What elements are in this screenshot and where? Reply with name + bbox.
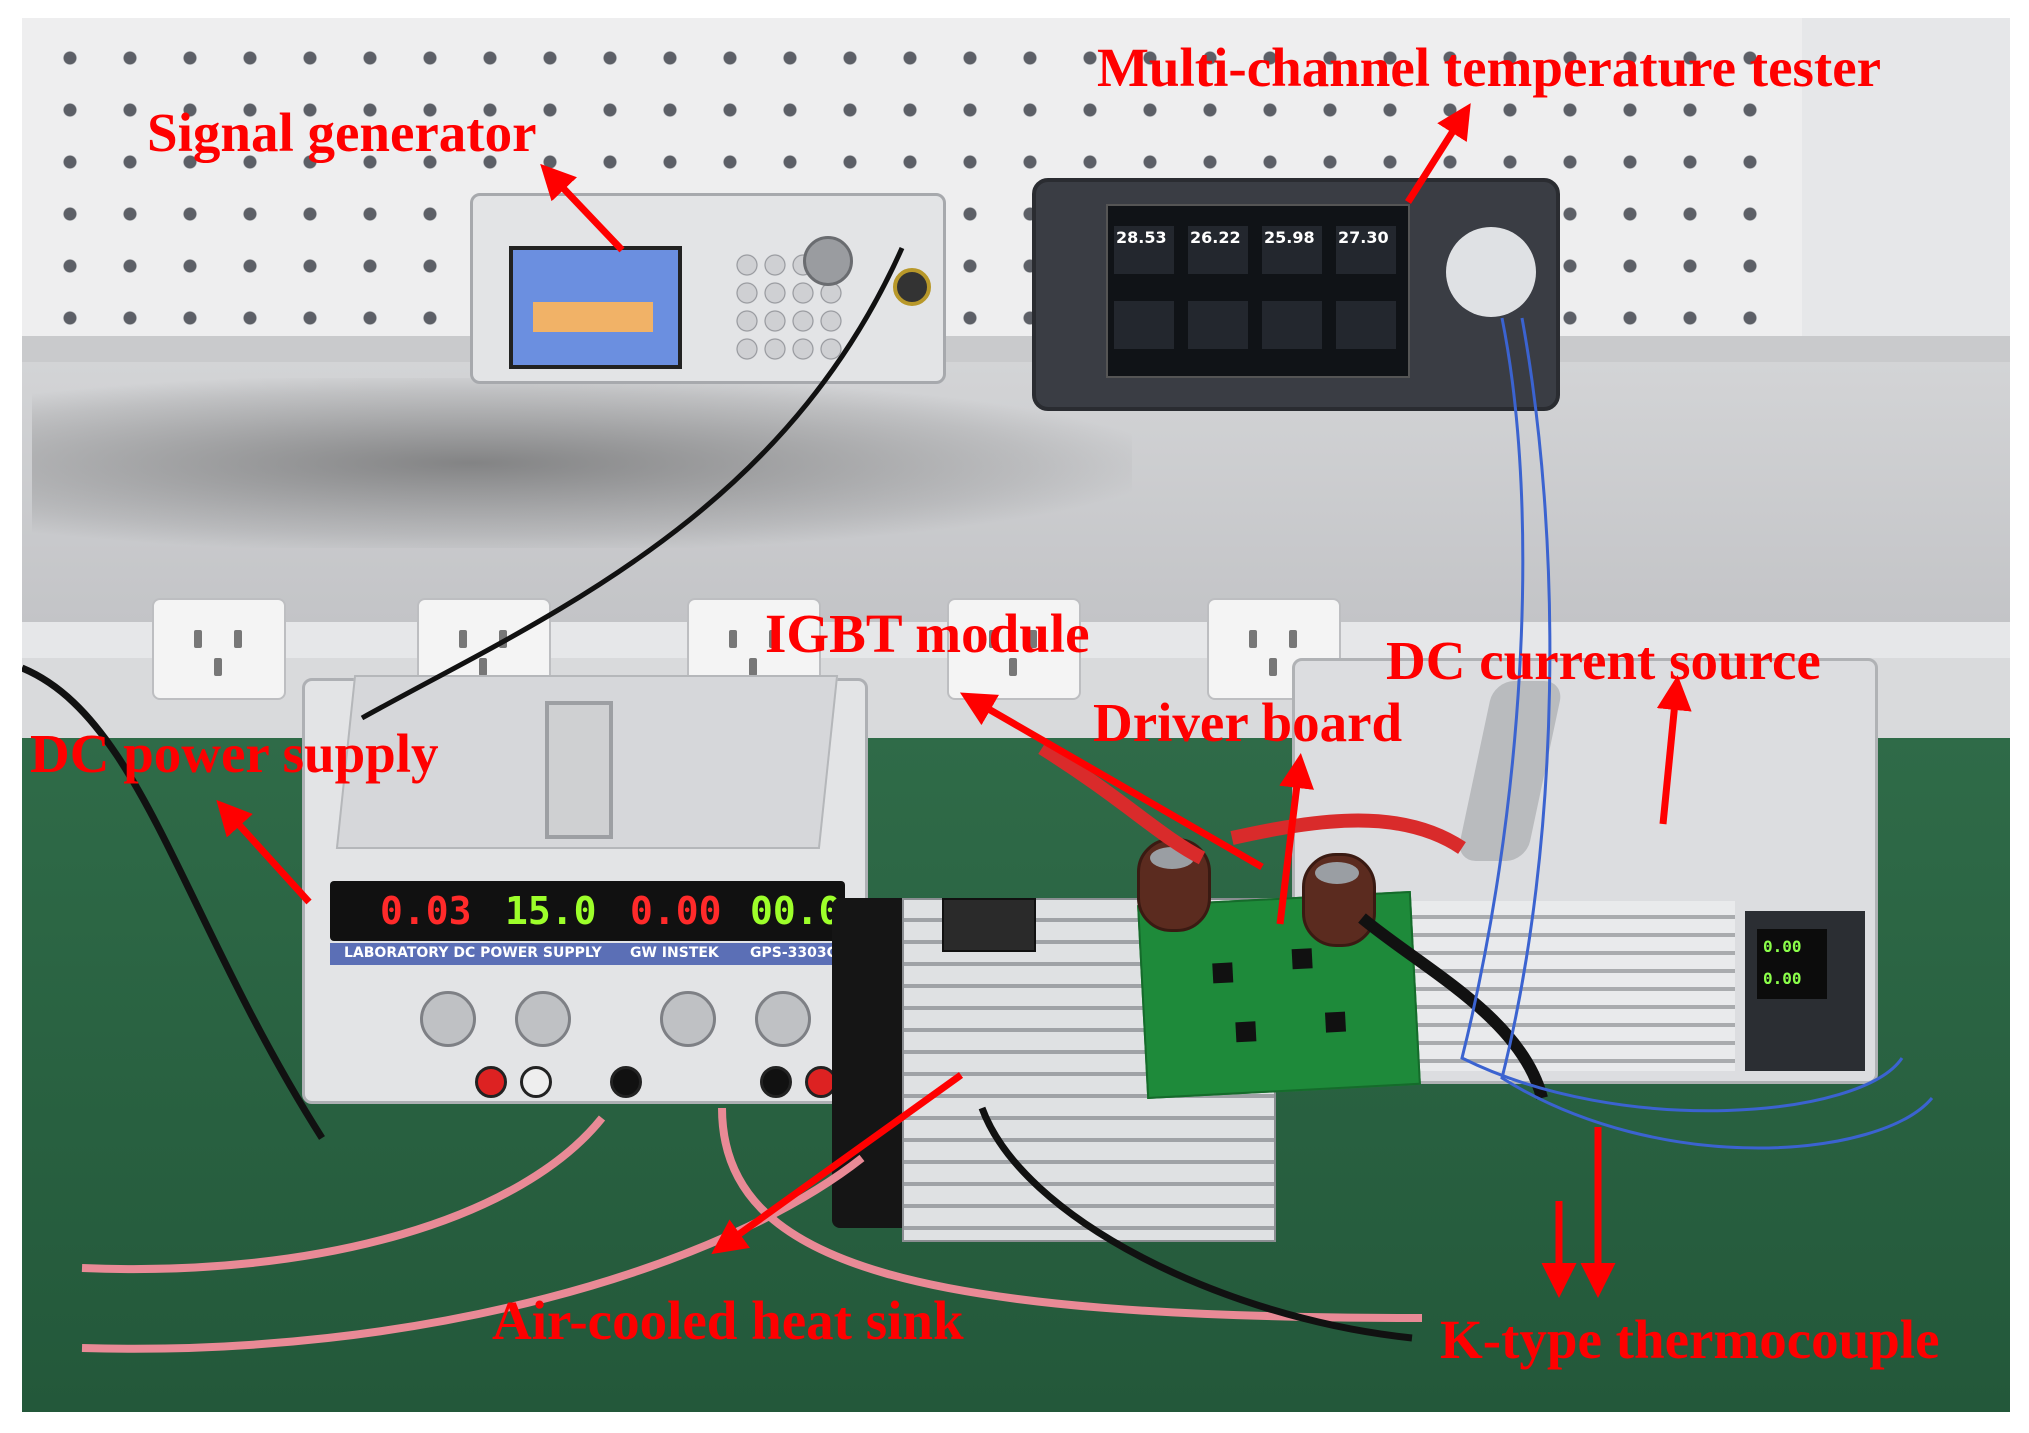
- psu-brand: GW INSTEK: [630, 945, 719, 961]
- psu-label-band: LABORATORY DC POWER SUPPLY GW INSTEK GPS…: [330, 943, 845, 965]
- signal-generator-screen: [509, 246, 682, 369]
- label-driver-board: Driver board: [1093, 692, 1403, 753]
- pink-lead: [81, 1154, 865, 1353]
- psu-reading: 00.0: [750, 889, 842, 933]
- label-heat-sink: Air-cooled heat sink: [492, 1290, 964, 1351]
- binding-post: [610, 1066, 642, 1098]
- psu-knob: [755, 991, 811, 1047]
- signal-generator-knob: [803, 236, 853, 286]
- arrow-igbt-module: [959, 692, 1264, 871]
- red-power-cable: [1230, 813, 1466, 854]
- tester-reading: 25.98: [1264, 228, 1315, 247]
- tester-reading: 27.30: [1338, 228, 1389, 247]
- label-igbt-module: IGBT module: [765, 603, 1090, 664]
- capacitor: [1302, 853, 1376, 947]
- label-thermocouple: K-type thermocouple: [1440, 1309, 1940, 1370]
- label-dc-current-source: DC current source: [1386, 630, 1821, 691]
- psu-model: GPS-3303C: [750, 945, 837, 961]
- tester-direction-pad: [1446, 227, 1536, 317]
- tester-screen: 28.53 26.22 25.98 27.30: [1106, 204, 1410, 378]
- thermocouple-wire: [1500, 317, 1934, 1150]
- pink-lead: [718, 1107, 1423, 1322]
- arrow-signal-generator: [540, 163, 625, 253]
- arrow-dc-current-source: [1656, 675, 1692, 825]
- psu-display: 0.03 15.0 0.00 00.0: [330, 881, 845, 941]
- psu-reading: 0.00: [630, 889, 722, 933]
- arrow-dc-power-supply: [216, 799, 312, 905]
- lab-photo: 28.53 26.22 25.98 27.30 0.03 15.0 0.00 0…: [22, 18, 2010, 1412]
- black-lead: [978, 1106, 1413, 1342]
- arrow-temperature-tester: [1405, 103, 1471, 204]
- label-signal-generator: Signal generator: [147, 102, 537, 163]
- current-source-reading: 0.00: [1763, 969, 1802, 988]
- arrow-heat-sink: [711, 1072, 964, 1255]
- dc-power-supply-device: 0.03 15.0 0.00 00.0 LABORATORY DC POWER …: [302, 675, 868, 1104]
- temperature-tester-device: 28.53 26.22 25.98 27.30: [1032, 178, 1560, 411]
- power-outlet: [1207, 598, 1341, 700]
- psu-knob: [515, 991, 571, 1047]
- cables-layer: [22, 246, 1934, 1353]
- red-power-cable: [1038, 742, 1206, 865]
- output-jack: [893, 268, 931, 306]
- annotation-arrows: [216, 103, 1692, 1298]
- tester-reading: 28.53: [1116, 228, 1167, 247]
- current-source-display: 0.00 0.00: [1757, 929, 1827, 999]
- signal-cable: [360, 246, 905, 721]
- wall-stain: [32, 378, 1132, 548]
- power-outlet: [152, 598, 286, 700]
- current-source-panel: 0.00 0.00: [1745, 911, 1865, 1071]
- label-dc-power-supply: DC power supply: [30, 723, 439, 784]
- signal-generator-device: [470, 193, 946, 384]
- binding-post: [520, 1066, 552, 1098]
- pink-lead: [81, 1115, 606, 1274]
- arrow-driver-board: [1276, 753, 1314, 925]
- label-temperature-tester: Multi-channel temperature tester: [1097, 37, 1882, 98]
- thermocouple-wire: [1460, 317, 1904, 1113]
- psu-band-text: LABORATORY DC POWER SUPPLY: [344, 945, 602, 961]
- psu-knob: [420, 991, 476, 1047]
- psu-reading: 0.03: [380, 889, 472, 933]
- terminal-block: [942, 898, 1036, 952]
- power-outlet: [947, 598, 1081, 700]
- psu-handle: [545, 701, 613, 839]
- black-lead: [22, 664, 325, 1140]
- tester-reading: 26.22: [1190, 228, 1241, 247]
- binding-post: [475, 1066, 507, 1098]
- psu-knob: [660, 991, 716, 1047]
- black-power-cable: [1358, 913, 1548, 1100]
- current-source-reading: 0.00: [1763, 937, 1802, 956]
- psu-reading: 15.0: [505, 889, 597, 933]
- binding-post: [760, 1066, 792, 1098]
